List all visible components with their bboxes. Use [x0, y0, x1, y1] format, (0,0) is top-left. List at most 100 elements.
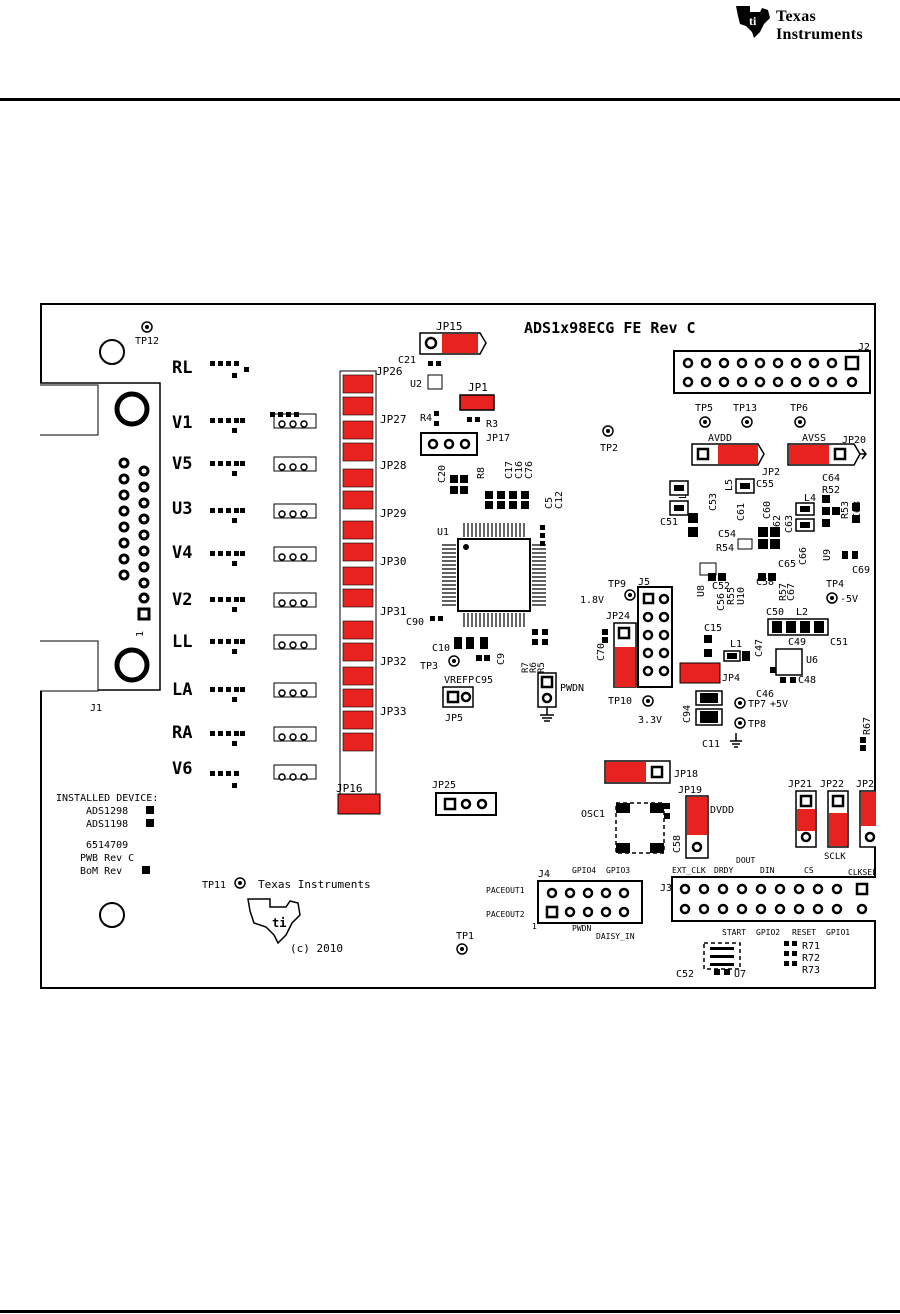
svg-text:AVSS: AVSS — [802, 433, 826, 444]
vref-cluster: C10 C9 R7 R6 R5 — [432, 629, 548, 673]
svg-text:BoM Rev: BoM Rev — [80, 866, 122, 877]
svg-text:R72: R72 — [802, 953, 820, 964]
board-title: ADS1x98ECG FE Rev C — [524, 319, 696, 337]
jumper-jp3: JP5 — [442, 686, 474, 724]
svg-text:L1: L1 — [730, 639, 742, 650]
svg-text:C61: C61 — [736, 503, 747, 521]
svg-text:GPIO3: GPIO3 — [606, 866, 630, 875]
jumper-jp23: JP23 — [856, 779, 876, 848]
test-point-tp4: TP4 -5V — [826, 579, 858, 605]
svg-text:CS: CS — [804, 866, 814, 875]
svg-text:JP21: JP21 — [788, 779, 812, 790]
channel-label-v1: V1 — [172, 413, 192, 433]
svg-text:U2: U2 — [410, 379, 422, 390]
svg-text:U9: U9 — [822, 549, 833, 561]
svg-text:EXT_CLK: EXT_CLK — [672, 866, 706, 875]
channel-label-v2: V2 — [172, 590, 192, 610]
connector-j5: J4 PACEOUT1 PACEOUT2 GPIO4 GPIO3 1 PWDN … — [486, 866, 643, 941]
svg-text:C67: C67 — [786, 583, 797, 601]
svg-text:JP24: JP24 — [606, 611, 630, 622]
test-point-tp1: TP1 — [456, 931, 474, 955]
svg-text:C70: C70 — [596, 643, 607, 661]
svg-text:JP17: JP17 — [486, 433, 510, 444]
test-point-tp6: TP6 — [790, 403, 808, 428]
svg-text:6514709: 6514709 — [86, 840, 128, 851]
svg-text:JP26: JP26 — [376, 365, 403, 378]
svg-text:CLKSEL: CLKSEL — [848, 868, 876, 877]
svg-text:C90: C90 — [406, 617, 424, 628]
u6-regulator: C50 L2 C51 C49 C15 L1 C47 U6 C48 C46 — [704, 607, 848, 700]
svg-text:U7: U7 — [734, 969, 746, 980]
oscillator-osc1: OSC1 — [581, 802, 670, 854]
svg-text:J2: J2 — [858, 342, 870, 353]
svg-text:JP32: JP32 — [380, 655, 407, 668]
svg-text:C52: C52 — [676, 969, 694, 980]
svg-text:JP28: JP28 — [380, 459, 407, 472]
svg-text:ADS1298: ADS1298 — [86, 806, 128, 817]
svg-text:C48: C48 — [798, 675, 816, 686]
jumper-jp19: JP19 DVDD C58 — [672, 785, 734, 859]
mounting-hole — [99, 902, 125, 928]
svg-text:C50: C50 — [766, 607, 784, 618]
texas-instruments-logo: ti Texas Instruments — [734, 2, 900, 46]
svg-text:GPIO1: GPIO1 — [826, 928, 850, 937]
svg-text:JP30: JP30 — [380, 555, 407, 568]
svg-text:R53: R53 — [840, 501, 851, 519]
jumper-jp22: JP22 SCLK — [820, 779, 849, 862]
copyright-text: (c) 2010 — [290, 942, 343, 955]
jumper-jp18: JP18 — [604, 760, 698, 784]
svg-text:C51: C51 — [830, 637, 848, 648]
svg-text:SCLK: SCLK — [824, 852, 846, 862]
svg-text:JP18: JP18 — [674, 769, 698, 780]
svg-text:C55: C55 — [756, 479, 774, 490]
u10-cluster: C52 U7 R71 R72 R73 — [676, 941, 820, 980]
svg-text:DOUT: DOUT — [736, 856, 755, 865]
jumper-jp16: JP16 — [336, 782, 381, 815]
test-point-tp13: TP13 — [733, 403, 757, 428]
connector-j4: J5 — [637, 577, 673, 688]
svg-text:R55: R55 — [726, 587, 737, 605]
logo-text-line1: Texas — [776, 8, 817, 25]
jumper-jp15: JP15 — [419, 320, 487, 355]
svg-text:C54: C54 — [718, 529, 736, 540]
svg-text:PACEOUT1: PACEOUT1 — [486, 886, 525, 895]
svg-text:C66: C66 — [798, 547, 809, 565]
power-supply-components: L3 C51 C53 L5 C55 C54 C61 R54 U8 C52 R55… — [660, 473, 870, 611]
svg-text:1: 1 — [135, 631, 146, 637]
svg-text:JP29: JP29 — [380, 507, 407, 520]
svg-text:JP27: JP27 — [380, 413, 407, 426]
cap-c90: C90 — [406, 616, 443, 628]
svg-text:C21: C21 — [398, 355, 416, 366]
chip-u1: U1 — [437, 523, 546, 627]
jumper-jp17: JP17 — [420, 432, 510, 456]
test-point-tp12: TP12 — [135, 321, 159, 347]
svg-text:START: START — [722, 928, 746, 937]
svg-text:C46: C46 — [756, 689, 774, 700]
svg-text:R71: R71 — [802, 941, 820, 952]
ti-state-logo-icon: ti — [247, 898, 301, 945]
svg-text:JP15: JP15 — [436, 320, 463, 333]
svg-text:DRDY: DRDY — [714, 866, 733, 875]
svg-text:C20: C20 — [437, 465, 448, 483]
channel-label-v4: V4 — [172, 543, 192, 563]
svg-text:DVDD: DVDD — [710, 805, 734, 816]
channel-headers — [278, 420, 308, 781]
svg-text:TP7: TP7 — [748, 699, 766, 710]
svg-text:JP16: JP16 — [336, 782, 363, 795]
svg-text:U6: U6 — [806, 655, 818, 666]
svg-text:R3: R3 — [486, 419, 498, 430]
test-point-tp10: TP10 3.3V — [608, 695, 662, 726]
svg-text:R57: R57 — [778, 583, 789, 601]
test-point-tp5: TP5 — [695, 403, 713, 428]
connector-j2: J2 — [673, 342, 871, 394]
test-point-tp2: TP2 — [600, 425, 618, 454]
svg-text:GPIO2: GPIO2 — [756, 928, 780, 937]
vrefp-label: VREFP — [444, 675, 474, 686]
svg-text:C12: C12 — [554, 491, 565, 509]
svg-text:C51: C51 — [660, 517, 678, 528]
svg-text:C63: C63 — [784, 515, 795, 533]
svg-text:C9: C9 — [496, 653, 507, 665]
jumper-jp25: JP25 — [432, 780, 497, 816]
channel-label-ll: LL — [172, 632, 192, 652]
svg-text:J1: J1 — [90, 703, 102, 714]
